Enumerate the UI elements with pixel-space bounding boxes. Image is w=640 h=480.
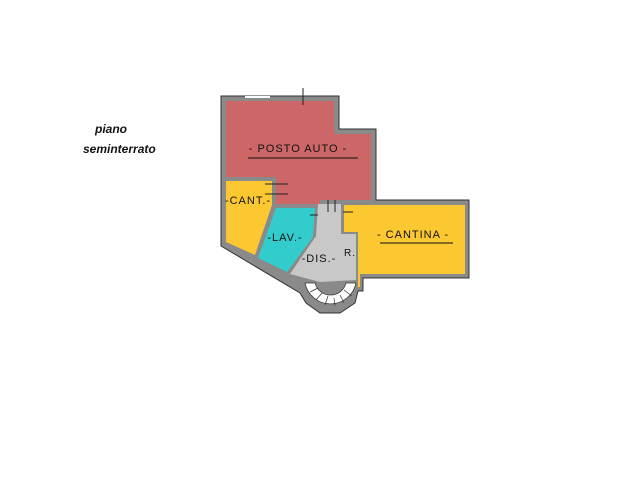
room-posto-auto [226,101,371,204]
floor-caption-line2: seminterrato [83,142,156,156]
room-dis [290,204,356,282]
room-cant [226,181,272,255]
label-cant: -CANT.- [225,195,271,207]
room-cantina [344,205,465,287]
spiral-stair [304,282,357,307]
floor-caption-line1: piano [95,122,127,136]
label-lav: -LAV.- [267,232,302,244]
label-r: R. [344,248,356,259]
label-dis: -DIS.- [302,253,337,265]
opening-marks [245,88,353,216]
label-posto-auto: - POSTO AUTO - [249,143,348,155]
room-lav [258,208,315,272]
label-cantina: - CANTINA - [377,229,449,241]
